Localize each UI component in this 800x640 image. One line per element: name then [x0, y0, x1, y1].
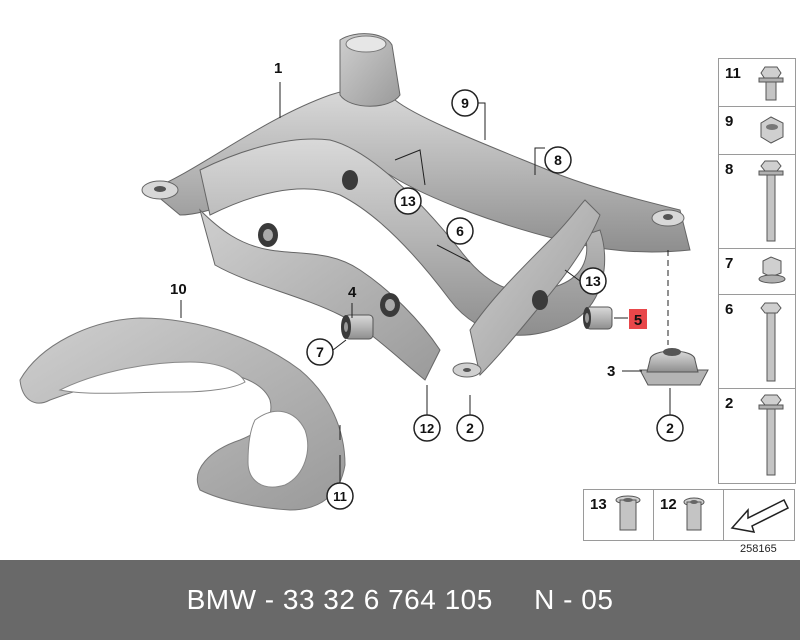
arrow-icon: [730, 498, 790, 533]
reference-code: 258165: [740, 543, 777, 555]
callout-3: 3: [607, 363, 642, 380]
legend-cell-13: 13: [584, 490, 654, 540]
callout-11: 11: [326, 425, 354, 510]
legend-label: 8: [725, 161, 734, 178]
bushing-5-illustration: [583, 306, 613, 330]
svg-text:3: 3: [607, 363, 615, 380]
legend-cell-7: 7: [719, 249, 795, 295]
legend-label: 9: [725, 113, 734, 130]
flange-nut-icon: [758, 256, 786, 284]
svg-text:5: 5: [634, 312, 642, 329]
footer-bar: BMW - 33 32 6 764 105 N - 05: [0, 560, 800, 640]
hex-nut-icon: [760, 116, 784, 144]
rear-subframe-diagram: 1 9 8 13 6 13 10: [19, 33, 709, 511]
rivet-nut-small-icon: [683, 497, 705, 531]
legend-cell-6: 6: [719, 295, 795, 389]
long-flange-bolt-icon: [758, 394, 784, 476]
legend-label: 13: [590, 496, 607, 513]
flange-bolt-icon: [758, 66, 784, 101]
callout-13b: 13: [564, 267, 607, 295]
legend-label: 2: [725, 395, 734, 412]
svg-text:9: 9: [461, 95, 469, 111]
callout-9: 9: [451, 89, 486, 140]
callout-6: 6: [436, 217, 474, 263]
legend-cell-9: 9: [719, 107, 795, 155]
svg-text:7: 7: [316, 344, 324, 360]
bushing-7-illustration: [341, 314, 374, 340]
svg-text:11: 11: [333, 489, 347, 504]
legend-label: 12: [660, 496, 677, 513]
svg-text:13: 13: [400, 193, 416, 209]
rivet-nut-icon: [615, 495, 641, 531]
svg-text:4: 4: [348, 284, 357, 301]
callout-5: 5: [614, 309, 647, 329]
svg-text:6: 6: [456, 223, 464, 239]
callout-4: 4: [348, 284, 357, 318]
legend-cell-11: 11: [719, 59, 795, 107]
part-number-text: BMW - 33 32 6 764 105 N - 05: [186, 584, 614, 615]
legend-label: 11: [725, 65, 741, 82]
callout-10: 10: [170, 281, 187, 318]
callout-12: 12: [413, 385, 441, 442]
legend-cell-2: 2: [719, 389, 795, 483]
legend-label: 7: [725, 255, 734, 272]
hex-bolt-icon: [760, 302, 782, 382]
legend-label: 6: [725, 301, 734, 318]
svg-text:2: 2: [666, 420, 674, 436]
legend-cell-arrow: [724, 490, 794, 540]
svg-text:1: 1: [274, 60, 282, 77]
long-bolt-icon: [758, 160, 784, 242]
subframe-illustration: [141, 33, 691, 381]
svg-text:10: 10: [170, 281, 187, 298]
bottom-legend: 13 12: [583, 489, 795, 541]
callout-7: 7: [306, 338, 347, 366]
callout-13a: 13: [394, 149, 426, 215]
parts-legend: 11 9 8 7: [718, 58, 796, 484]
callout-2b: 2: [656, 250, 684, 442]
svg-text:13: 13: [585, 273, 601, 289]
callout-2a: 2: [456, 395, 484, 442]
svg-text:12: 12: [420, 421, 434, 436]
legend-cell-8: 8: [719, 155, 795, 249]
legend-cell-12: 12: [654, 490, 724, 540]
callout-8: 8: [534, 146, 572, 175]
svg-text:8: 8: [554, 152, 562, 168]
mount-3-illustration: [639, 348, 709, 386]
callout-1: 1: [274, 60, 282, 118]
heat-shield-illustration: [19, 317, 346, 511]
svg-text:2: 2: [466, 420, 474, 436]
